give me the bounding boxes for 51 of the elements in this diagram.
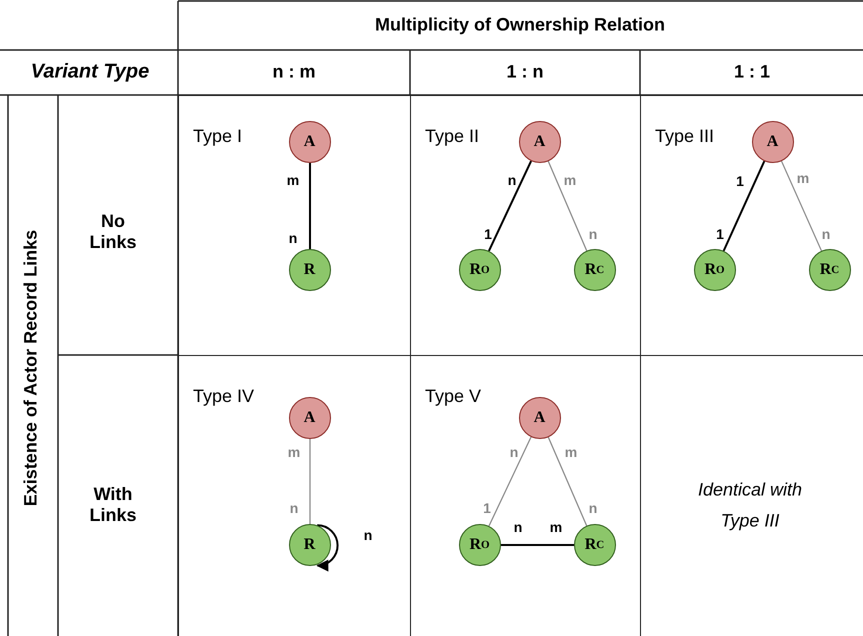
- multiplicity-label: n: [514, 519, 522, 535]
- row-header: No Links: [88, 211, 138, 253]
- table-cell: [640, 95, 863, 356]
- self-loop-arrow: [316, 524, 339, 571]
- record-circle: R: [288, 524, 330, 566]
- relation-line: [488, 436, 532, 526]
- column-header: Multiplicity of Ownership Relation: [375, 14, 665, 36]
- relation-line: [781, 160, 822, 252]
- relation-line: [548, 161, 588, 251]
- multiplicity-label: m: [286, 172, 300, 188]
- actor-circle: A: [518, 396, 560, 438]
- type-title: Type I: [193, 126, 242, 147]
- record-circle: R: [288, 248, 330, 290]
- type-title: Type III: [655, 126, 714, 147]
- column-header: 1 : 1: [734, 62, 770, 82]
- multiplicity-label: 1: [483, 500, 491, 516]
- multiplicity-label: m: [550, 519, 562, 535]
- multiplicity-label: m: [288, 444, 300, 460]
- cell-note: Identical with Type III: [696, 478, 804, 532]
- multiplicity-label: n: [508, 172, 516, 188]
- actor-circle: A: [752, 120, 794, 162]
- row-header: With Links: [88, 484, 138, 526]
- type-title: Type IV: [193, 386, 254, 407]
- type-title: Type V: [425, 386, 482, 407]
- actor-circle: A: [288, 120, 330, 162]
- multiplicity-label: n: [822, 226, 830, 242]
- actor-circle: A: [518, 120, 560, 162]
- multiplicity-label: n: [588, 226, 598, 242]
- multiplicity-label: m: [796, 170, 810, 186]
- column-header: 1 : n: [506, 62, 544, 82]
- multiplicity-label: n: [588, 500, 598, 516]
- relation-line: [309, 439, 311, 524]
- multiplicity-label: n: [288, 230, 298, 246]
- multiplicity-label: 1: [716, 226, 724, 242]
- multiplicity-label: m: [564, 172, 576, 188]
- relation-line: [309, 163, 311, 249]
- row-group-header: Existence of Actor Record Links: [20, 230, 42, 506]
- edge-label: n: [364, 527, 372, 543]
- multiplicity-label: 1: [484, 226, 492, 242]
- actor-circle: A: [288, 396, 330, 438]
- corner-header: Variant Type: [30, 60, 150, 84]
- relation-line: [501, 544, 574, 546]
- relation-line: [488, 160, 532, 252]
- relation-line: [548, 437, 588, 526]
- multiplicity-label: m: [564, 444, 578, 460]
- multiplicity-label: 1: [736, 173, 744, 189]
- type-title: Type II: [425, 126, 480, 147]
- multiplicity-label: n: [290, 500, 298, 516]
- column-header: n : m: [272, 62, 316, 82]
- multiplicity-label: n: [510, 444, 518, 460]
- relation-line: [722, 160, 766, 252]
